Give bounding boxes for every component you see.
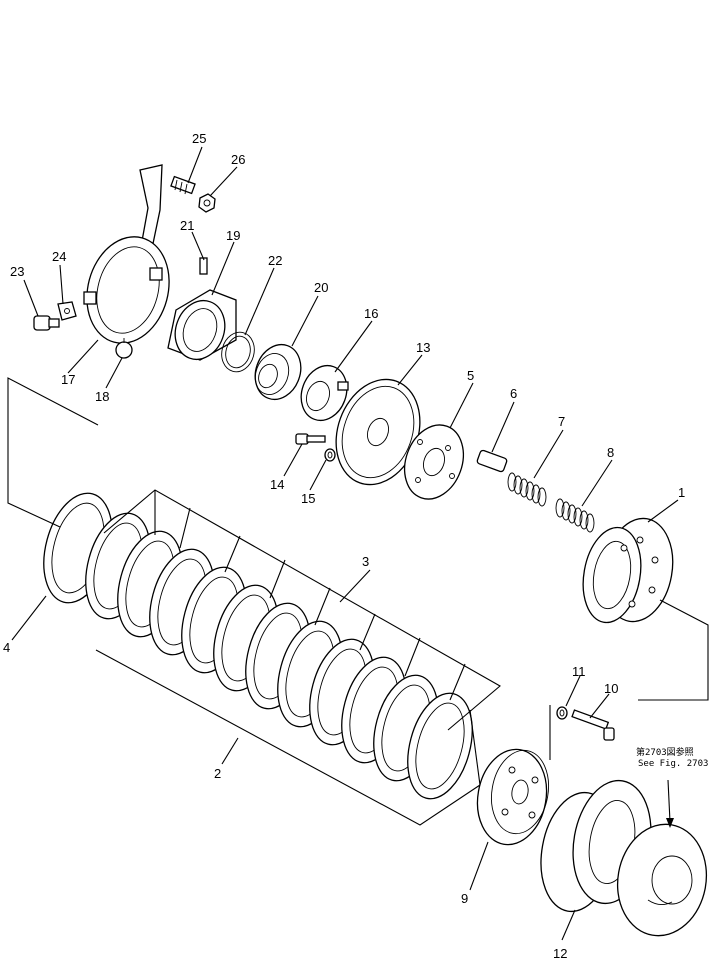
right-connector-line bbox=[549, 599, 709, 760]
drum-1 bbox=[582, 517, 674, 624]
callout-25: 25 bbox=[192, 131, 206, 146]
pin-6 bbox=[476, 449, 508, 473]
plate-5 bbox=[404, 424, 464, 500]
group-brackets bbox=[95, 489, 501, 826]
callout-1: 1 bbox=[678, 485, 685, 500]
lever-arm bbox=[83, 164, 170, 359]
callout-11: 11 bbox=[572, 664, 586, 679]
washer-11 bbox=[556, 706, 568, 720]
callout-22: 22 bbox=[268, 253, 282, 268]
callout-15: 15 bbox=[301, 491, 315, 506]
callout-24: 24 bbox=[52, 249, 66, 264]
washer-15 bbox=[324, 448, 336, 462]
callout-10: 10 bbox=[604, 681, 618, 696]
callout-21: 21 bbox=[180, 218, 194, 233]
spring-7 bbox=[507, 472, 547, 507]
callout-16: 16 bbox=[364, 306, 378, 321]
callout-6: 6 bbox=[510, 386, 517, 401]
callout-2: 2 bbox=[214, 766, 221, 781]
fitting-21 bbox=[199, 257, 208, 275]
callout-13: 13 bbox=[416, 340, 430, 355]
bolt-23 bbox=[33, 315, 60, 331]
callout-17: 17 bbox=[61, 372, 75, 387]
callout-14: 14 bbox=[270, 477, 284, 492]
callout-12: 12 bbox=[553, 946, 567, 959]
bolt-14 bbox=[295, 433, 326, 445]
bearing-20 bbox=[254, 343, 302, 401]
reference-note-jp: 第2703図参照 bbox=[636, 746, 694, 758]
callout-9: 9 bbox=[461, 891, 468, 906]
hub-16 bbox=[300, 364, 349, 422]
nut-26 bbox=[198, 193, 216, 213]
spring-8 bbox=[555, 498, 595, 533]
reference-note-en: See Fig. 2703 bbox=[638, 759, 708, 769]
hub-9 bbox=[476, 748, 549, 846]
callout-18: 18 bbox=[95, 389, 109, 404]
snap-ring-22 bbox=[221, 331, 255, 373]
bearing-housing-19 bbox=[167, 289, 237, 361]
callout-8: 8 bbox=[607, 445, 614, 460]
stud-25 bbox=[170, 175, 196, 195]
callout-4: 4 bbox=[3, 640, 10, 655]
clutch-plate-stack bbox=[85, 512, 473, 800]
callout-26: 26 bbox=[231, 152, 245, 167]
callout-7: 7 bbox=[558, 414, 565, 429]
callout-19: 19 bbox=[226, 228, 240, 243]
callout-23: 23 bbox=[10, 264, 24, 279]
callout-5: 5 bbox=[467, 368, 474, 383]
plate-24 bbox=[57, 301, 77, 321]
left-connector-line bbox=[7, 377, 99, 528]
leader-lines bbox=[11, 146, 679, 941]
reference-note: 第2703図参照 See Fig. 2703 bbox=[636, 746, 708, 769]
referenced-component bbox=[616, 823, 708, 937]
callout-20: 20 bbox=[314, 280, 328, 295]
callout-labels: 1 2 3 4 5 6 7 8 9 10 11 12 13 14 15 16 1… bbox=[3, 131, 685, 959]
callout-3: 3 bbox=[362, 554, 369, 569]
